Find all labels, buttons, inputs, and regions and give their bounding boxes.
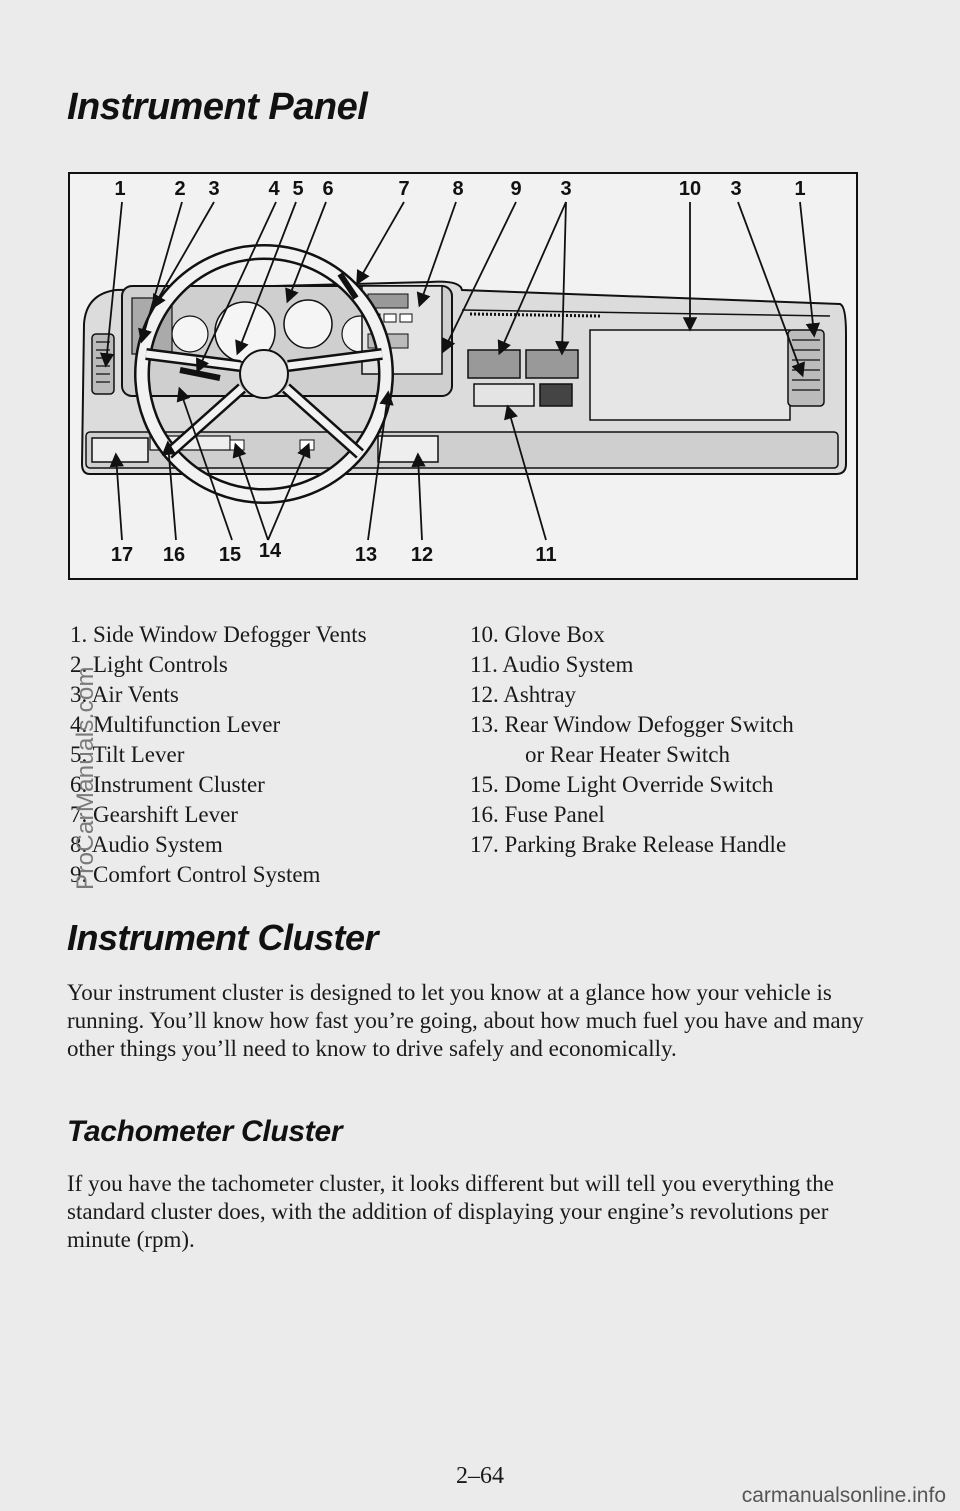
- callout-top: 3: [208, 178, 220, 200]
- legend-item: 5. Tilt Lever: [70, 742, 185, 767]
- legend-item: 4. Multifunction Lever: [70, 712, 281, 737]
- tachometer-cluster-text: If you have the tachometer cluster, it l…: [67, 1171, 835, 1252]
- callout-top: 9: [510, 178, 522, 200]
- callout-top: 10: [678, 178, 702, 200]
- callout-bottom: 16: [162, 544, 186, 566]
- side-watermark: ProCarManuals.com: [72, 666, 99, 890]
- dashboard-illustration: [80, 201, 847, 541]
- legend-item: 9. Comfort Control System: [70, 862, 321, 887]
- legend-item: 15. Dome Light Override Switch: [470, 772, 774, 797]
- callout-top: 8: [452, 178, 464, 200]
- callout-top: 7: [398, 178, 410, 200]
- glove-box: [589, 329, 791, 421]
- audio-btn: [399, 313, 413, 323]
- bottom-leader-lines: [109, 386, 547, 541]
- gauge-left: [171, 315, 209, 353]
- legend-item: 16. Fuse Panel: [470, 802, 605, 827]
- callout-top: 4: [268, 178, 280, 200]
- legend-item: 13. Rear Window Defogger Switch: [470, 712, 794, 737]
- dash-pad-line: [461, 309, 831, 317]
- callout-bottom: 14: [258, 540, 282, 562]
- legend-item: 12. Ashtray: [470, 682, 577, 707]
- legend-item: 6. Instrument Cluster: [70, 772, 265, 797]
- legend-item: 10. Glove Box: [470, 622, 605, 647]
- gearshift-lever: [337, 272, 359, 300]
- right-side-vent: [787, 329, 825, 407]
- right-vent-slats: [792, 339, 820, 391]
- legend-item: 8. Audio System: [70, 832, 223, 857]
- ashtray: [377, 435, 439, 463]
- callout-bottom: 15: [218, 544, 242, 566]
- tachometer-cluster-heading: Tachometer Cluster: [67, 1115, 343, 1148]
- legend-item: 17. Parking Brake Release Handle: [470, 832, 787, 857]
- callout-top: 1: [114, 178, 126, 200]
- steering-hub: [239, 349, 289, 399]
- audio-btn: [383, 313, 397, 323]
- comfort-control: [473, 383, 535, 407]
- legend-right-column: 10. Glove Box 11. Audio System 12. Ashtr…: [470, 620, 890, 860]
- parking-brake-handle: [91, 437, 149, 463]
- callout-top: 5: [292, 178, 304, 200]
- legend-item: 3. Air Vents: [70, 682, 179, 707]
- bottom-watermark: carmanualsonline.info: [741, 1484, 946, 1507]
- left-side-vent: [91, 333, 115, 395]
- gauge-center: [283, 299, 333, 349]
- legend-left-column: 1. Side Window Defogger Vents 2. Light C…: [70, 620, 450, 890]
- lower-trim: [85, 431, 839, 469]
- instrument-panel-figure: 1 2 3 4 5 6 7 8 9 3 10 3 1 17 16 15 14 1…: [68, 172, 858, 580]
- steering-wheel-rim-inner: [136, 246, 392, 502]
- instrument-cluster-text: Your instrument cluster is designed to l…: [67, 980, 864, 1061]
- callout-top: 2: [174, 178, 186, 200]
- legend-item: 11. Audio System: [470, 652, 634, 677]
- callout-bottom: 11: [535, 544, 557, 566]
- page-number: 2–64: [456, 1463, 504, 1489]
- callout-top: 6: [322, 178, 334, 200]
- page-title: Instrument Panel: [67, 86, 368, 128]
- instrument-cluster-heading: Instrument Cluster: [67, 917, 379, 958]
- legend-item: 1. Side Window Defogger Vents: [70, 622, 367, 647]
- callout-bottom: 12: [410, 544, 434, 566]
- audio-system-lower: [539, 383, 573, 407]
- callout-bottom: 17: [110, 544, 134, 566]
- center-vent-left: [467, 349, 521, 379]
- legend-item: 2. Light Controls: [70, 652, 228, 677]
- callout-top: 1: [794, 178, 806, 200]
- callout-top: 3: [730, 178, 742, 200]
- center-vent-right: [525, 349, 579, 379]
- multifunction-lever: [179, 367, 221, 381]
- legend-item-continuation: or Rear Heater Switch: [525, 742, 731, 767]
- callout-top: 3: [560, 178, 572, 200]
- steering-spokes-inner: [145, 350, 383, 457]
- top-leader-lines: [99, 201, 821, 378]
- legend-item: 7. Gearshift Lever: [70, 802, 238, 827]
- defrost-grille: [469, 312, 601, 318]
- callout-bottom: 13: [354, 544, 378, 566]
